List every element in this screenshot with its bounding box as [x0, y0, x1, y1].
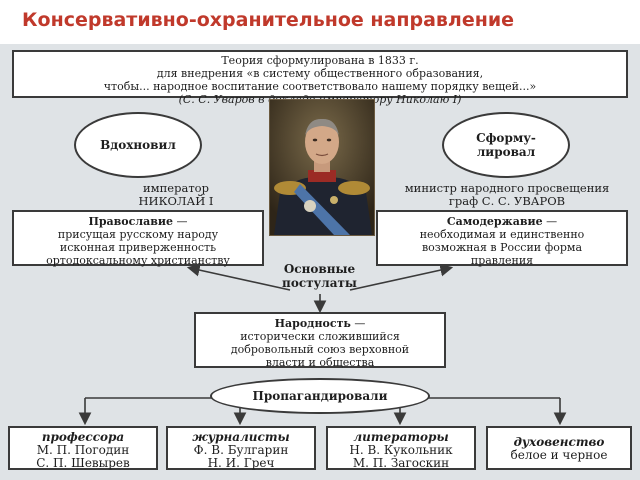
- orthodoxy-line-3: исконная приверженность: [59, 241, 217, 254]
- autocracy-line-4: правления: [470, 254, 534, 267]
- orthodoxy-term: Православие: [88, 215, 174, 228]
- group-writers-line-1: Н. В. Кукольник: [349, 443, 453, 457]
- nationality-dash: —: [350, 317, 366, 330]
- formulated-ellipse: Сформу- лировал: [442, 112, 570, 178]
- group-professors-line-1: М. П. Погодин: [36, 443, 130, 457]
- autocracy-dash: —: [542, 215, 558, 228]
- inspired-person-line-2: НИКОЛАЙ I: [138, 194, 214, 208]
- autocracy-box: Самодержавие — необходимая и единственно…: [376, 210, 628, 267]
- nationality-term: Народность: [274, 317, 351, 330]
- group-clergy-line-1: белое и черное: [510, 448, 608, 462]
- postulates-label: Основные постулаты: [252, 262, 387, 290]
- postulates-line-1: Основные: [283, 262, 356, 276]
- autocracy-term: Самодержавие: [446, 215, 543, 228]
- group-professors: профессора М. П. Погодин С. П. Шевырев: [8, 426, 158, 470]
- group-journalists: журналисты Ф. В. Булгарин Н. И. Греч: [166, 426, 316, 470]
- formulated-person: министр народного просвещения граф С. С.…: [384, 182, 630, 208]
- portrait-image: [270, 100, 374, 235]
- nationality-line-3: добровольный союз верховной: [230, 343, 410, 356]
- theory-line-3: чтобы... народное воспитание соответство…: [103, 80, 537, 93]
- postulates-line-2: постулаты: [282, 276, 357, 290]
- formulated-label-2: лировал: [476, 145, 536, 159]
- orthodoxy-line-2: присущая русскому народу: [57, 228, 219, 241]
- group-writers-line-2: М. П. Загоскин: [352, 456, 450, 470]
- group-journalists-title: журналисты: [192, 430, 290, 444]
- group-writers: литераторы Н. В. Кукольник М. П. Загоски…: [326, 426, 476, 470]
- nationality-line-2: исторически сложившийся: [240, 330, 400, 343]
- theory-diagram: Теория сформулирована в 1833 г. для внед…: [0, 44, 640, 480]
- group-clergy-title: духовенство: [513, 435, 605, 449]
- nationality-box: Народность — исторически сложившийся доб…: [194, 312, 446, 369]
- group-clergy: духовенство белое и черное: [486, 426, 632, 470]
- group-journalists-line-1: Ф. В. Булгарин: [193, 443, 289, 457]
- theory-box: Теория сформулирована в 1833 г. для внед…: [12, 50, 628, 106]
- group-journalists-line-2: Н. И. Греч: [207, 456, 275, 470]
- group-professors-line-2: С. П. Шевырев: [36, 456, 130, 470]
- autocracy-line-2: необходимая и единственно: [419, 228, 585, 241]
- autocracy-line-3: возможная в России форма: [421, 241, 583, 254]
- inspired-label: Вдохновил: [100, 138, 176, 152]
- orthodoxy-line-4: ортодоксальному христианству: [46, 254, 230, 267]
- orthodoxy-box: Православие — присущая русскому народу и…: [12, 210, 264, 267]
- inspired-person: император НИКОЛАЙ I: [96, 182, 256, 208]
- propagated-ellipse: Пропагандировали: [210, 378, 430, 414]
- formulated-label-1: Сформу-: [476, 131, 536, 145]
- orthodoxy-dash: —: [173, 215, 188, 228]
- theory-line-1: Теория сформулирована в 1833 г.: [221, 54, 419, 67]
- arrow-to-autocracy: [349, 263, 454, 291]
- uvarov-portrait: [269, 99, 375, 236]
- nationality-line-4: власти и общества: [265, 356, 375, 369]
- formulated-person-line-2: граф С. С. УВАРОВ: [448, 194, 566, 208]
- inspired-person-line-1: император: [143, 181, 209, 195]
- page-title: Консервативно-охранительное направление: [22, 9, 515, 31]
- formulated-person-line-1: министр народного просвещения: [404, 181, 610, 195]
- theory-line-2: для внедрения «в систему общественного о…: [156, 67, 484, 80]
- propagated-label: Пропагандировали: [252, 389, 388, 403]
- inspired-ellipse: Вдохновил: [74, 112, 202, 178]
- group-professors-title: профессора: [41, 430, 125, 444]
- group-writers-title: литераторы: [353, 430, 449, 444]
- arrow-to-orthodoxy: [186, 263, 291, 291]
